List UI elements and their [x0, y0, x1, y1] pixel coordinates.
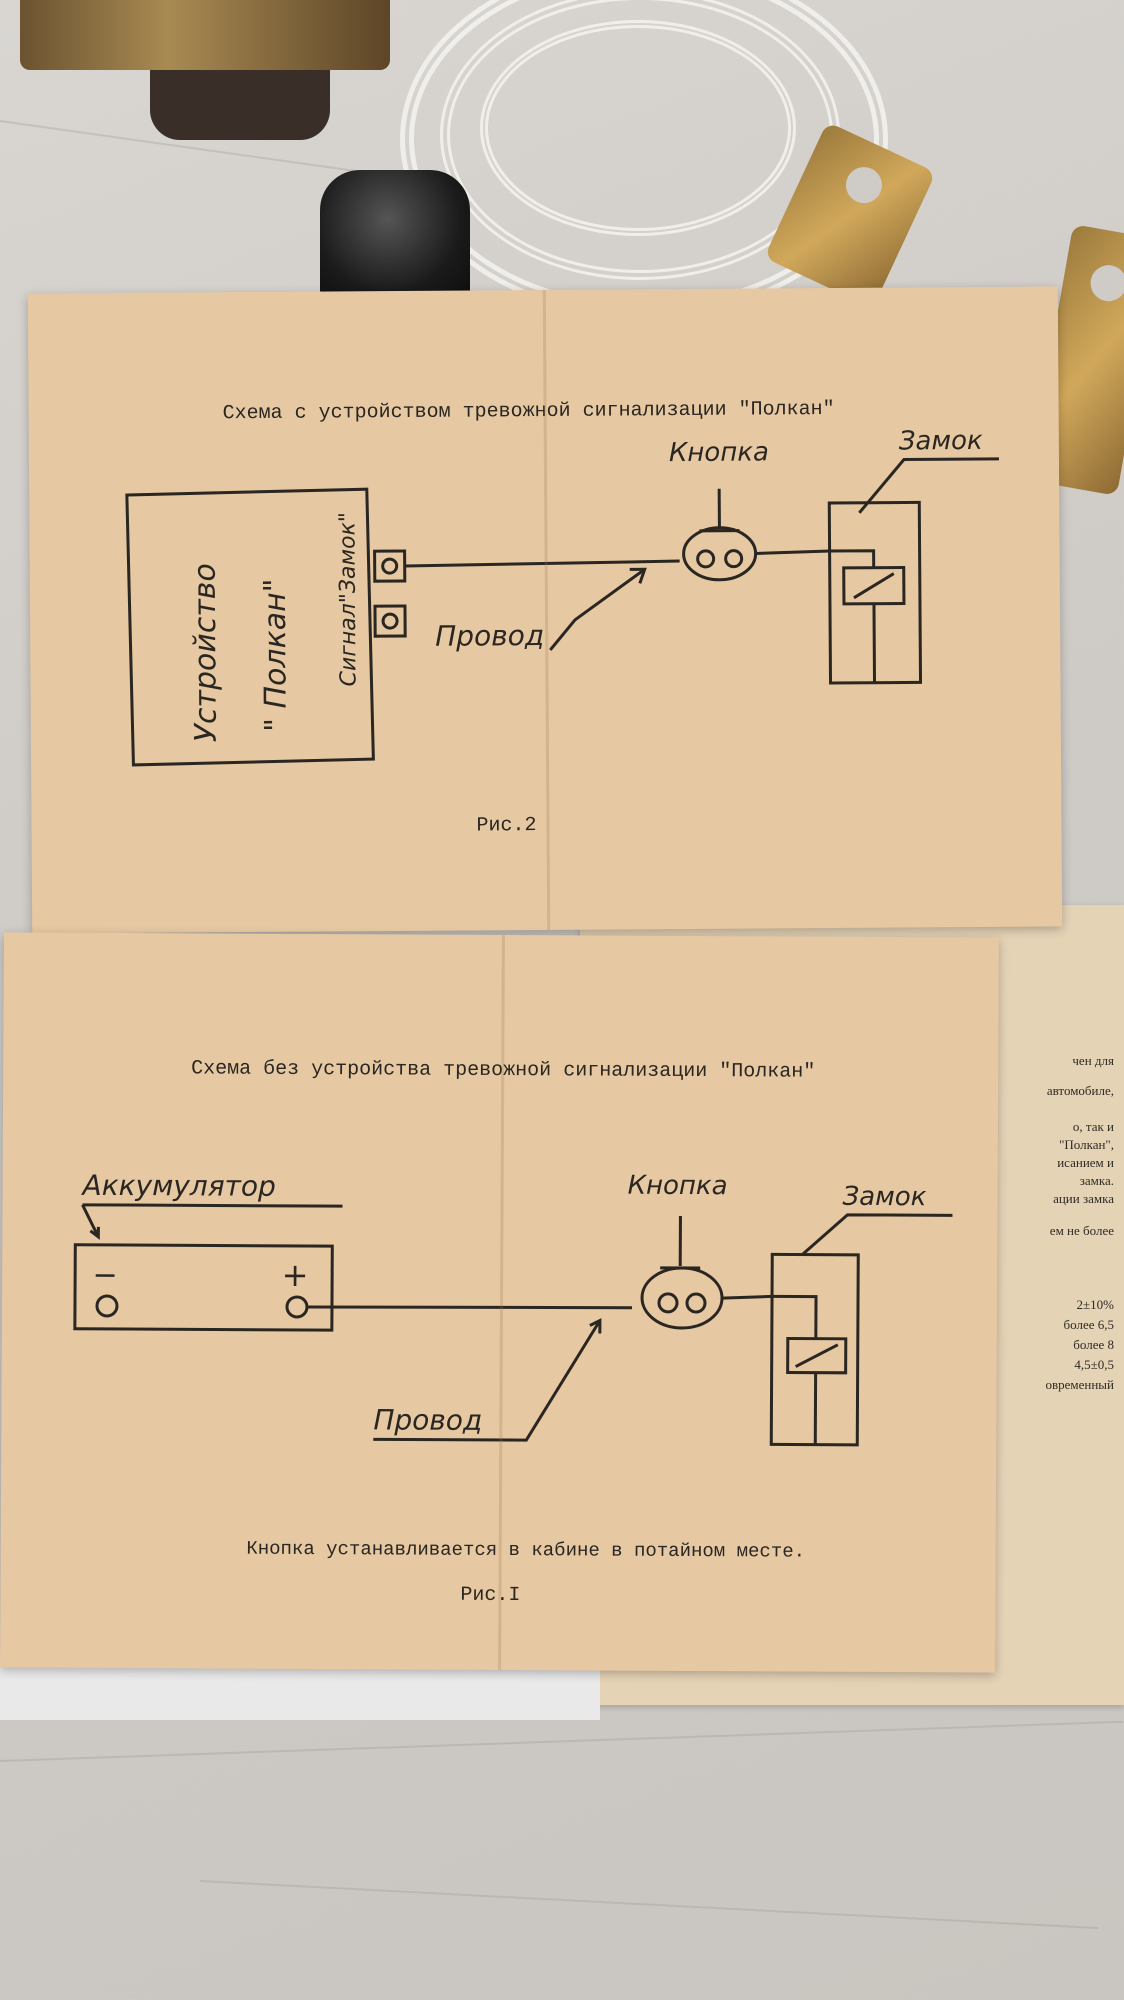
wiring-diagram-fig1: Схема без устройства тревожной сигнализа…	[73, 1057, 953, 1607]
back-text-line: замка.	[1079, 1173, 1114, 1188]
solenoid-coil	[794, 1343, 839, 1368]
button-contact	[657, 1292, 679, 1314]
terminal-contact	[381, 557, 399, 575]
lock-cylinder	[320, 170, 470, 310]
wire-button-to-lock	[755, 549, 830, 556]
figure-caption: Рис.I	[460, 1584, 520, 1607]
back-text-line: более 8	[1073, 1337, 1114, 1352]
button-symbol	[640, 1266, 724, 1330]
lock-internal-wire	[829, 549, 877, 683]
back-text-line: ации замка	[1053, 1191, 1114, 1206]
solenoid-coil	[853, 572, 895, 600]
wiring-diagram-fig2: Схема с устройством тревожной сигнализац…	[125, 398, 999, 837]
lock-solenoid	[842, 565, 906, 606]
button-plunger	[699, 488, 740, 533]
scheme-title: Схема с устройством тревожной сигнализац…	[222, 398, 834, 425]
wire-coil	[480, 20, 796, 236]
installation-note: Кнопка устанавливается в кабине в потайн…	[246, 1538, 805, 1563]
battery-plus-terminal	[285, 1295, 309, 1319]
wire-leader-arrow	[589, 1318, 602, 1334]
button-symbol	[682, 526, 758, 582]
back-text-line: автомобиле,	[1046, 1083, 1114, 1098]
back-text-line: "Полкан",	[1059, 1137, 1114, 1152]
battery-minus-terminal	[95, 1294, 119, 1318]
wire-label: Провод	[373, 1403, 482, 1437]
signal-terminal	[373, 549, 407, 583]
button-label: Кнопка	[669, 437, 769, 468]
button-contact	[696, 549, 716, 569]
button-plunger	[660, 1215, 701, 1270]
back-text-line: о, так и	[1072, 1119, 1114, 1134]
wire-leader-arrow	[629, 567, 647, 584]
terminals-label: Сигнал"Замок"	[335, 512, 361, 686]
relay-device	[20, 0, 390, 70]
scheme-title: Схема без устройства тревожной сигнализа…	[191, 1057, 815, 1083]
battery-leader-arrow	[81, 1204, 100, 1240]
terminal-contact	[381, 612, 399, 630]
wire-battery-to-button	[306, 1305, 632, 1310]
lock-leader-line	[858, 457, 999, 514]
wire-label: Провод	[435, 619, 544, 653]
lock-label: Замок	[842, 1182, 926, 1212]
wire-button-to-lock	[721, 1294, 773, 1300]
figure-caption: Рис.2	[476, 814, 536, 837]
instruction-sheet-fig2: Схема с устройством тревожной сигнализац…	[27, 286, 1063, 934]
battery-label: Аккумулятор	[81, 1169, 276, 1203]
back-text-line: исанием и	[1057, 1155, 1114, 1170]
wire-leader-line	[373, 1319, 602, 1442]
back-text-line: овременный	[1045, 1377, 1114, 1392]
battery-box	[73, 1243, 334, 1332]
marble-vein	[0, 1720, 1124, 1762]
back-text-line: чен для	[1072, 1053, 1114, 1068]
battery-minus-sign: −	[92, 1258, 117, 1293]
button-contact	[685, 1292, 707, 1314]
back-text-line: ем не более	[1049, 1223, 1114, 1238]
device-box	[125, 487, 375, 767]
device-name-label: " Полкан"	[258, 578, 294, 732]
marble-vein	[199, 1880, 1099, 1930]
back-text-line: 2±10%	[1076, 1297, 1114, 1312]
device-label: Устройство	[188, 563, 224, 742]
wire-device-to-button	[404, 559, 680, 568]
button-label: Кнопка	[628, 1171, 728, 1202]
back-text-line: 4,5±0,5	[1074, 1357, 1114, 1372]
lock-label: Замок	[899, 426, 983, 457]
lock-internal-wire	[772, 1294, 818, 1445]
battery-plus-sign: +	[282, 1256, 309, 1294]
lock-terminal	[373, 604, 407, 638]
battery-label-underline	[82, 1203, 343, 1208]
instruction-sheet-fig1: Схема без устройства тревожной сигнализа…	[0, 932, 999, 1673]
wire-leader-line	[549, 568, 646, 651]
button-contact	[724, 549, 744, 569]
lock-leader-line	[801, 1213, 953, 1256]
back-text-line: более 6,5	[1063, 1317, 1114, 1332]
